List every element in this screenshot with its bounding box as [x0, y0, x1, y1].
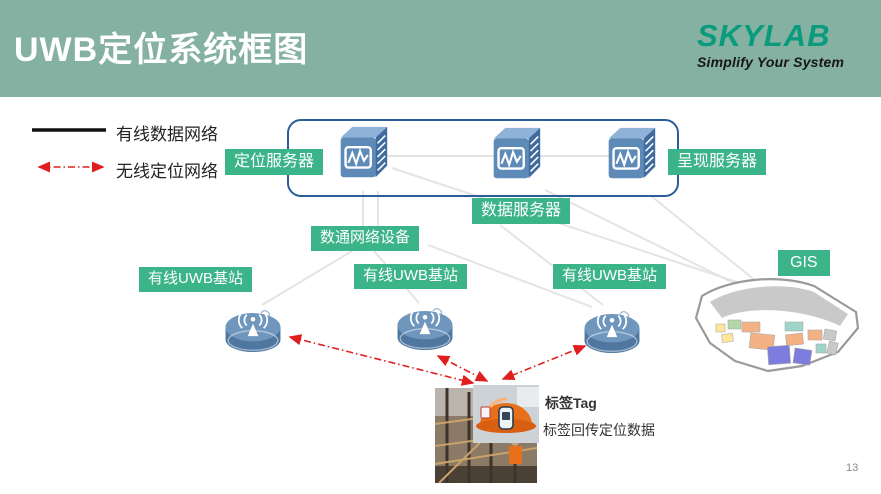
server-icon	[493, 127, 541, 179]
label-base-station-left: 有线UWB基站	[139, 267, 252, 292]
label-presentation-server: 呈现服务器	[668, 149, 767, 175]
tag-note: 标签回传定位数据	[543, 422, 655, 438]
gis-floorplan-map	[694, 278, 860, 373]
legend-wireless-label: 无线定位网络	[116, 162, 218, 181]
header-band: UWB定位系统框图 SKYLAB Simplify Your System	[0, 0, 881, 97]
label-gis: GIS	[778, 250, 830, 276]
tag-label: 标签Tag	[545, 395, 597, 411]
server-icon	[608, 127, 656, 179]
legend-wired-label: 有线数据网络	[116, 125, 218, 144]
logo-name: SKYLAB	[697, 18, 831, 53]
label-data-server: 数据服务器	[472, 198, 571, 224]
wireless-links	[288, 334, 587, 386]
wireless-base-station-icon	[225, 310, 281, 353]
label-base-station-right: 有线UWB基站	[553, 264, 666, 289]
wireless-base-station-icon	[397, 308, 453, 351]
skylab-logo: SKYLAB Simplify Your System	[697, 20, 877, 70]
label-positioning-server: 定位服务器	[225, 149, 324, 175]
helmet-with-tag-photo	[473, 385, 539, 443]
page-title: UWB定位系统框图	[14, 31, 309, 69]
label-base-station-middle: 有线UWB基站	[354, 264, 467, 289]
page-number: 13	[846, 462, 859, 474]
label-network-device: 数通网络设备	[311, 226, 420, 251]
wireless-base-station-icon	[584, 311, 640, 354]
logo-tagline: Simplify Your System	[697, 54, 845, 70]
server-icon	[340, 126, 388, 178]
